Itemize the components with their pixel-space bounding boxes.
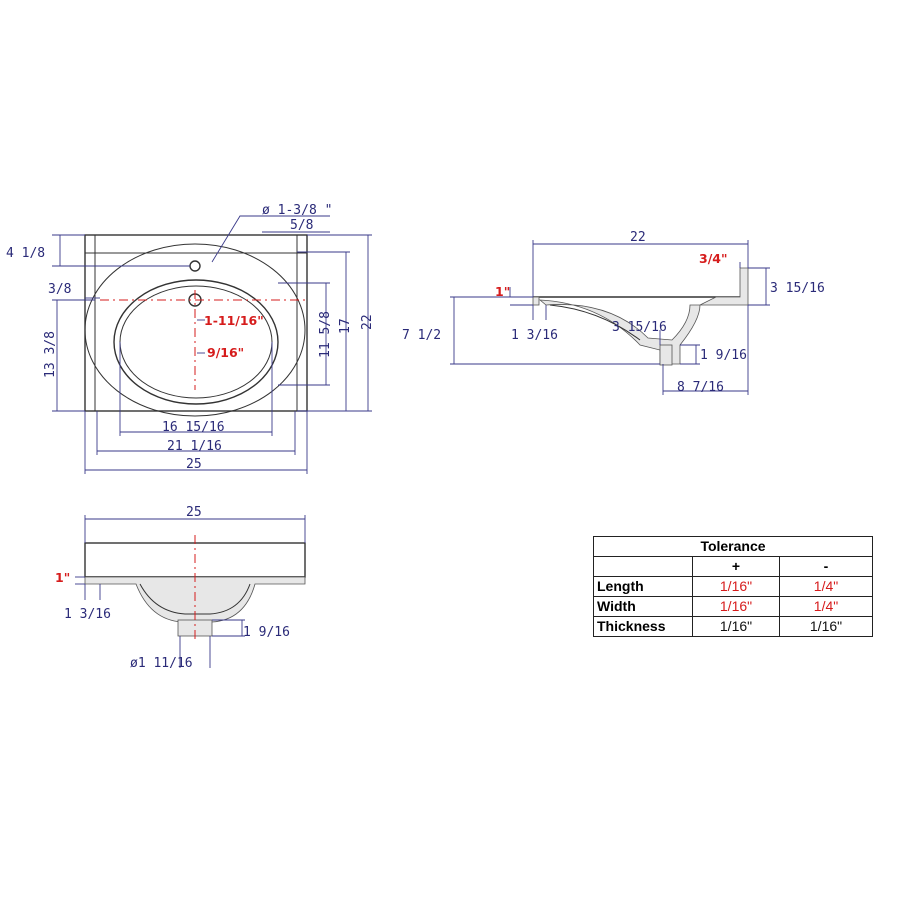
side-drain-height-label: 1 9/16 bbox=[700, 348, 747, 363]
tolerance-row: Thickness 1/16" 1/16" bbox=[593, 616, 873, 637]
inner-width-label: 21 1/16 bbox=[167, 439, 222, 454]
bowl-offset-1-label: 1-11/16" bbox=[204, 313, 264, 328]
left-depth-label: 13 3/8 bbox=[43, 331, 58, 378]
bowl-outer-oval bbox=[84, 243, 306, 417]
tolerance-row-label: Length bbox=[593, 576, 693, 597]
front-rim-depth-label: 1 3/16 bbox=[64, 607, 111, 622]
back-offset-label: 5/8 bbox=[290, 218, 313, 233]
bowl-inner-oval-2 bbox=[119, 285, 273, 399]
side-back-height-label: 3 15/16 bbox=[770, 281, 825, 296]
front-drain-height-label: 1 9/16 bbox=[243, 625, 290, 640]
tolerance-row-label: Width bbox=[593, 596, 693, 617]
front-view: 25 1" 1 3/16 1 9/16 ø1 11/16 bbox=[55, 505, 306, 671]
tolerance-title: Tolerance bbox=[593, 536, 873, 557]
depth-17-label: 17 bbox=[338, 318, 353, 334]
side-front-lip-label: 1" bbox=[495, 284, 510, 299]
faucet-hole bbox=[189, 260, 201, 272]
tolerance-row-minus: 1/16" bbox=[779, 616, 873, 637]
tolerance-table: Tolerance + - Length 1/16" 1/4" Width 1/… bbox=[593, 536, 873, 637]
top-view: ø 1-3/8 " 5/8 4 1/8 3/8 13 3/8 1-11/16" … bbox=[6, 203, 375, 474]
tolerance-row-plus: 1/16" bbox=[692, 596, 780, 617]
side-view: 22 3/4" 3 15/16 1" 7 1/2 1 3/16 3 15/16 … bbox=[402, 230, 825, 395]
bowl-inner-oval bbox=[113, 279, 279, 405]
left-edge-label: 3/8 bbox=[48, 282, 71, 297]
tolerance-row-plus: 1/16" bbox=[692, 616, 780, 637]
bowl-width-label: 16 15/16 bbox=[162, 420, 225, 435]
side-drain-offset-label: 8 7/16 bbox=[677, 380, 724, 395]
left-top-label: 4 1/8 bbox=[6, 246, 45, 261]
tolerance-plus-header: + bbox=[692, 556, 780, 577]
tolerance-title-row: Tolerance bbox=[593, 536, 873, 557]
tolerance-row: Width 1/16" 1/4" bbox=[593, 596, 873, 617]
side-overall-height-label: 7 1/2 bbox=[402, 328, 441, 343]
tolerance-row: Length 1/16" 1/4" bbox=[593, 576, 873, 597]
tolerance-row-minus: 1/4" bbox=[779, 576, 873, 597]
side-back-lip-label: 3/4" bbox=[699, 251, 727, 266]
side-front-rim-label: 1 3/16 bbox=[511, 328, 558, 343]
hole-dia-label: ø 1-3/8 " bbox=[262, 203, 332, 218]
tolerance-row-plus: 1/16" bbox=[692, 576, 780, 597]
bowl-depth-label: 11 5/8 bbox=[318, 311, 333, 358]
tolerance-header-row: + - bbox=[593, 556, 873, 577]
front-drain-dia-label: ø1 11/16 bbox=[130, 656, 193, 671]
tolerance-row-minus: 1/4" bbox=[779, 596, 873, 617]
side-length-label: 22 bbox=[630, 230, 646, 245]
side-bowl-radius-label: 3 15/16 bbox=[612, 320, 667, 335]
depth-22-label: 22 bbox=[360, 314, 375, 330]
tolerance-minus-header: - bbox=[779, 556, 873, 577]
tolerance-row-label: Thickness bbox=[593, 616, 693, 637]
overall-width-label: 25 bbox=[186, 457, 202, 472]
front-width-label: 25 bbox=[186, 505, 202, 520]
front-rim-label: 1" bbox=[55, 570, 70, 585]
bowl-offset-2-label: 9/16" bbox=[207, 345, 244, 360]
